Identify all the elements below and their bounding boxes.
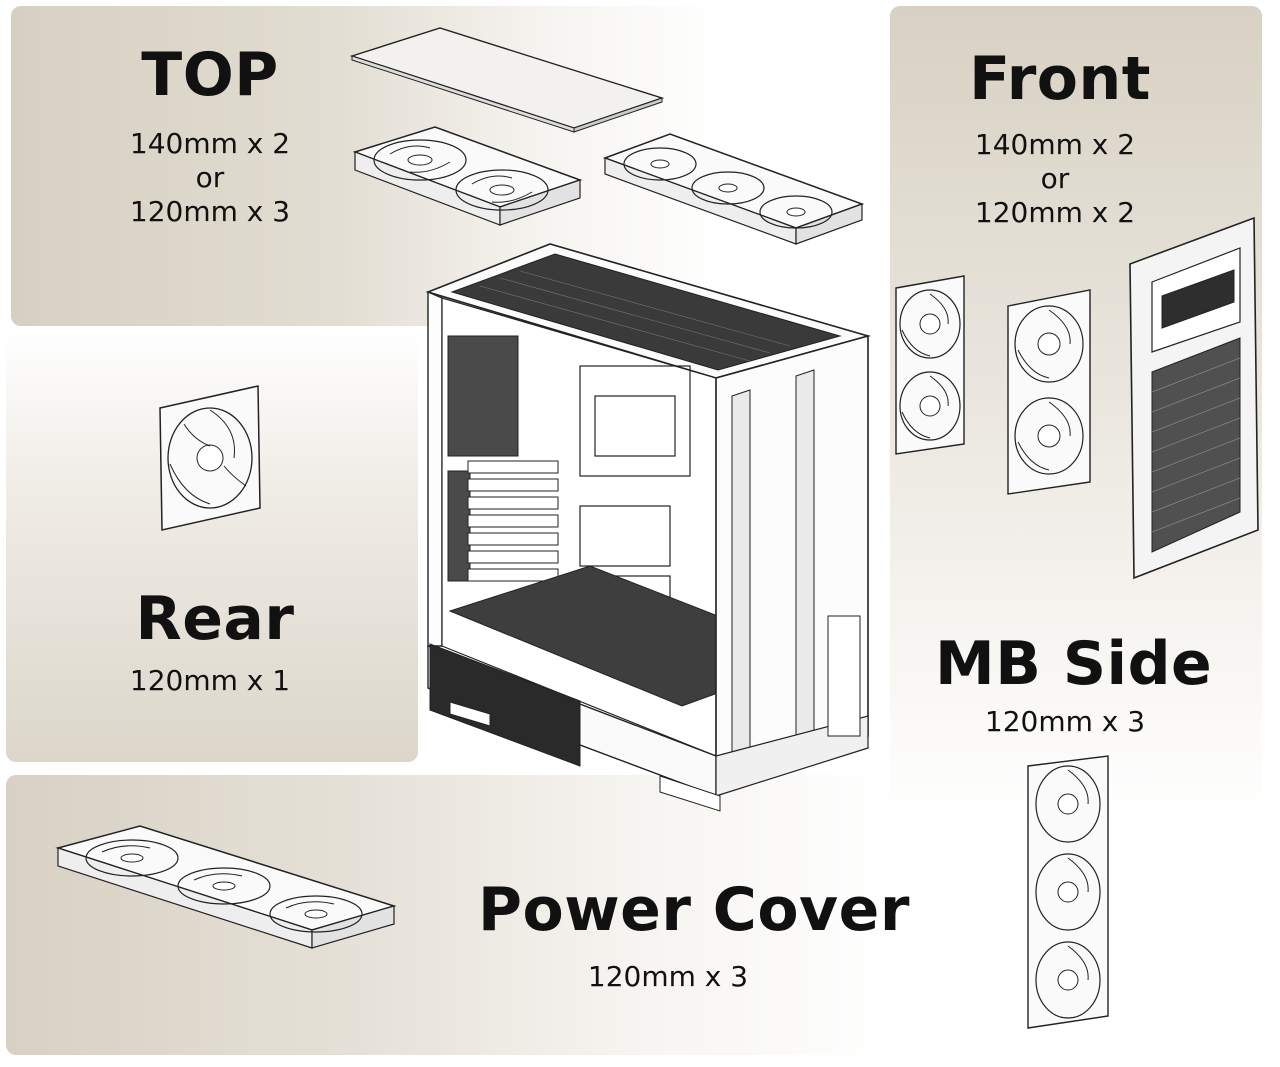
front-140mm-fan-pair-illustration <box>895 275 965 455</box>
mb-side-heading: MB Side <box>935 629 1213 699</box>
front-spec-line-2: or <box>1040 162 1070 195</box>
top-120mm-fan-triple-illustration <box>602 133 865 245</box>
front-spec-line-3: 120mm x 2 <box>974 196 1136 229</box>
top-spec-line-3: 120mm x 3 <box>129 195 291 228</box>
top-glass-panel-illustration <box>349 27 665 133</box>
front-120mm-fan-pair-illustration <box>1007 289 1091 495</box>
mb-side-120mm-fan-triple-illustration <box>1027 755 1109 1029</box>
top-140mm-fan-pair-illustration <box>352 126 583 226</box>
pc-case-chassis-illustration <box>425 243 871 812</box>
front-heading: Front <box>969 44 1151 114</box>
rear-heading: Rear <box>135 584 295 654</box>
power-cover-spec-line-1: 120mm x 3 <box>587 960 749 993</box>
top-spec: 140mm x 2 or 120mm x 3 <box>110 127 310 229</box>
power-cover-heading: Power Cover <box>478 875 910 945</box>
front-spec: 140mm x 2 or 120mm x 2 <box>955 128 1155 230</box>
power-cover-120mm-fan-triple-illustration <box>55 825 397 949</box>
mb-side-spec-line-1: 120mm x 3 <box>984 705 1146 738</box>
rear-spec: 120mm x 1 <box>110 664 310 698</box>
power-cover-spec: 120mm x 3 <box>568 960 768 994</box>
mb-side-spec: 120mm x 3 <box>960 705 1170 739</box>
top-spec-line-1: 140mm x 2 <box>129 127 291 160</box>
front-spec-line-1: 140mm x 2 <box>974 128 1136 161</box>
power-cover-panel-background <box>6 775 896 1055</box>
rear-120mm-fan-illustration <box>159 385 261 531</box>
top-heading: TOP <box>141 40 279 110</box>
top-spec-line-2: or <box>195 161 225 194</box>
front-bezel-panel-illustration <box>1129 216 1259 580</box>
rear-spec-line-1: 120mm x 1 <box>129 664 291 697</box>
